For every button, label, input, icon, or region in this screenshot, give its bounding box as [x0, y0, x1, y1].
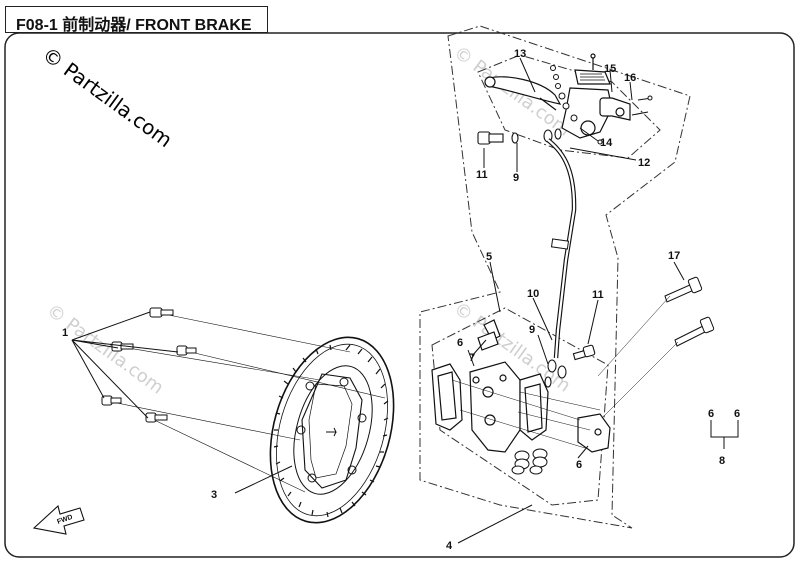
caliper-pistons	[511, 448, 548, 475]
page-title: F08-1 前制动器/ FRONT BRAKE	[16, 17, 252, 34]
caliper-guide-lines	[451, 379, 601, 449]
callout-3: 3	[211, 489, 217, 501]
brake-disc	[269, 336, 395, 524]
caliper-group-outline	[431, 307, 609, 506]
callout-6-set-b: 6	[734, 408, 740, 420]
brake-hose	[546, 138, 577, 359]
banjo-bolt-lower	[544, 344, 596, 388]
callout-7: 7	[469, 352, 475, 364]
callout-16: 16	[624, 72, 636, 84]
disc-bolts	[101, 307, 386, 493]
caliper-mounting-bolts	[597, 276, 715, 421]
callout-11-upper: 11	[476, 169, 488, 181]
callout-12: 12	[638, 157, 650, 169]
callout-4: 4	[446, 540, 453, 552]
callout-leaders	[234, 57, 739, 544]
callout-13: 13	[514, 48, 526, 60]
callout-9-upper: 9	[513, 172, 519, 184]
callout-14: 14	[600, 137, 613, 149]
callout-1-leaders	[71, 311, 179, 419]
brake-caliper	[431, 319, 611, 453]
callout-9-lower: 9	[529, 324, 535, 336]
callout-17: 17	[668, 250, 680, 262]
callout-6-set-a: 6	[708, 408, 714, 420]
callout-6-left: 6	[457, 337, 463, 349]
callout-6-lower: 6	[576, 459, 582, 471]
brake-lever	[484, 76, 562, 111]
callout-8: 8	[719, 455, 725, 467]
master-cylinder-small-parts	[550, 65, 653, 145]
callout-15: 15	[604, 63, 616, 75]
master-cylinder	[561, 53, 631, 139]
callout-10: 10	[527, 288, 539, 300]
callout-5: 5	[486, 251, 492, 263]
diagram-frame	[4, 32, 795, 558]
callout-1: 1	[62, 327, 68, 339]
fwd-arrow-icon: FWD	[32, 504, 85, 535]
title-box: F08-1 前制动器/ FRONT BRAKE	[5, 6, 268, 34]
callout-11-lower: 11	[592, 289, 604, 301]
banjo-bolt-upper	[477, 128, 562, 145]
